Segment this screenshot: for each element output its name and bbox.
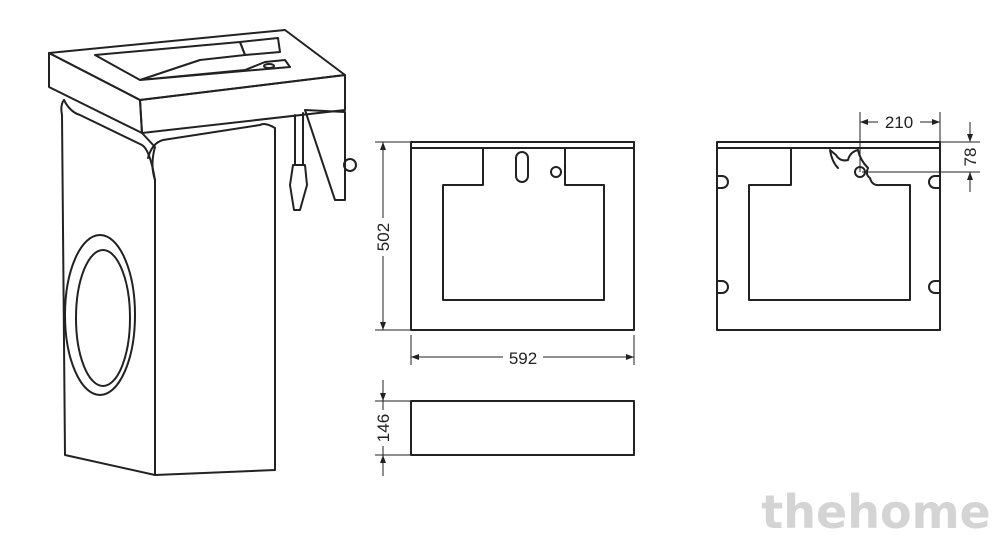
front-cutout <box>442 147 605 301</box>
front-view: 502 592 <box>372 141 635 368</box>
countertop-top <box>48 29 346 101</box>
tap-hole <box>263 63 275 69</box>
drain-offset-y-dimension: 78 <box>961 148 980 167</box>
drain-offset-x-dimension: 210 <box>885 113 913 132</box>
tap-hole <box>550 166 562 178</box>
washer-drum-outer <box>64 234 136 396</box>
watermark-logo: thehome <box>761 485 990 539</box>
depth-outline <box>410 400 635 456</box>
isometric-view <box>48 29 357 476</box>
front-outline <box>410 141 635 331</box>
mount-slot <box>928 175 941 189</box>
mount-slot <box>928 280 941 294</box>
width-dimension: 592 <box>509 349 537 368</box>
faucet-block <box>239 37 281 56</box>
bracket-knob <box>343 158 357 172</box>
siphon-pipe <box>289 112 308 211</box>
basin <box>94 41 291 81</box>
mount-slot <box>716 280 729 294</box>
rear-cutout <box>748 147 911 301</box>
bracket <box>304 109 346 201</box>
height-dimension: 502 <box>374 223 393 251</box>
rear-view: 210 78 <box>716 112 980 331</box>
rear-outline <box>716 141 941 331</box>
washer-drum-inner <box>75 249 131 387</box>
cabinet-front <box>141 123 276 476</box>
depth-view: 146 <box>372 380 635 476</box>
mount-slot <box>716 175 729 189</box>
countertop-front <box>139 74 346 134</box>
cabinet-side <box>60 99 156 476</box>
depth-dimension: 146 <box>374 414 393 442</box>
cabinet-edge <box>63 99 156 181</box>
drain-slot <box>515 151 529 183</box>
